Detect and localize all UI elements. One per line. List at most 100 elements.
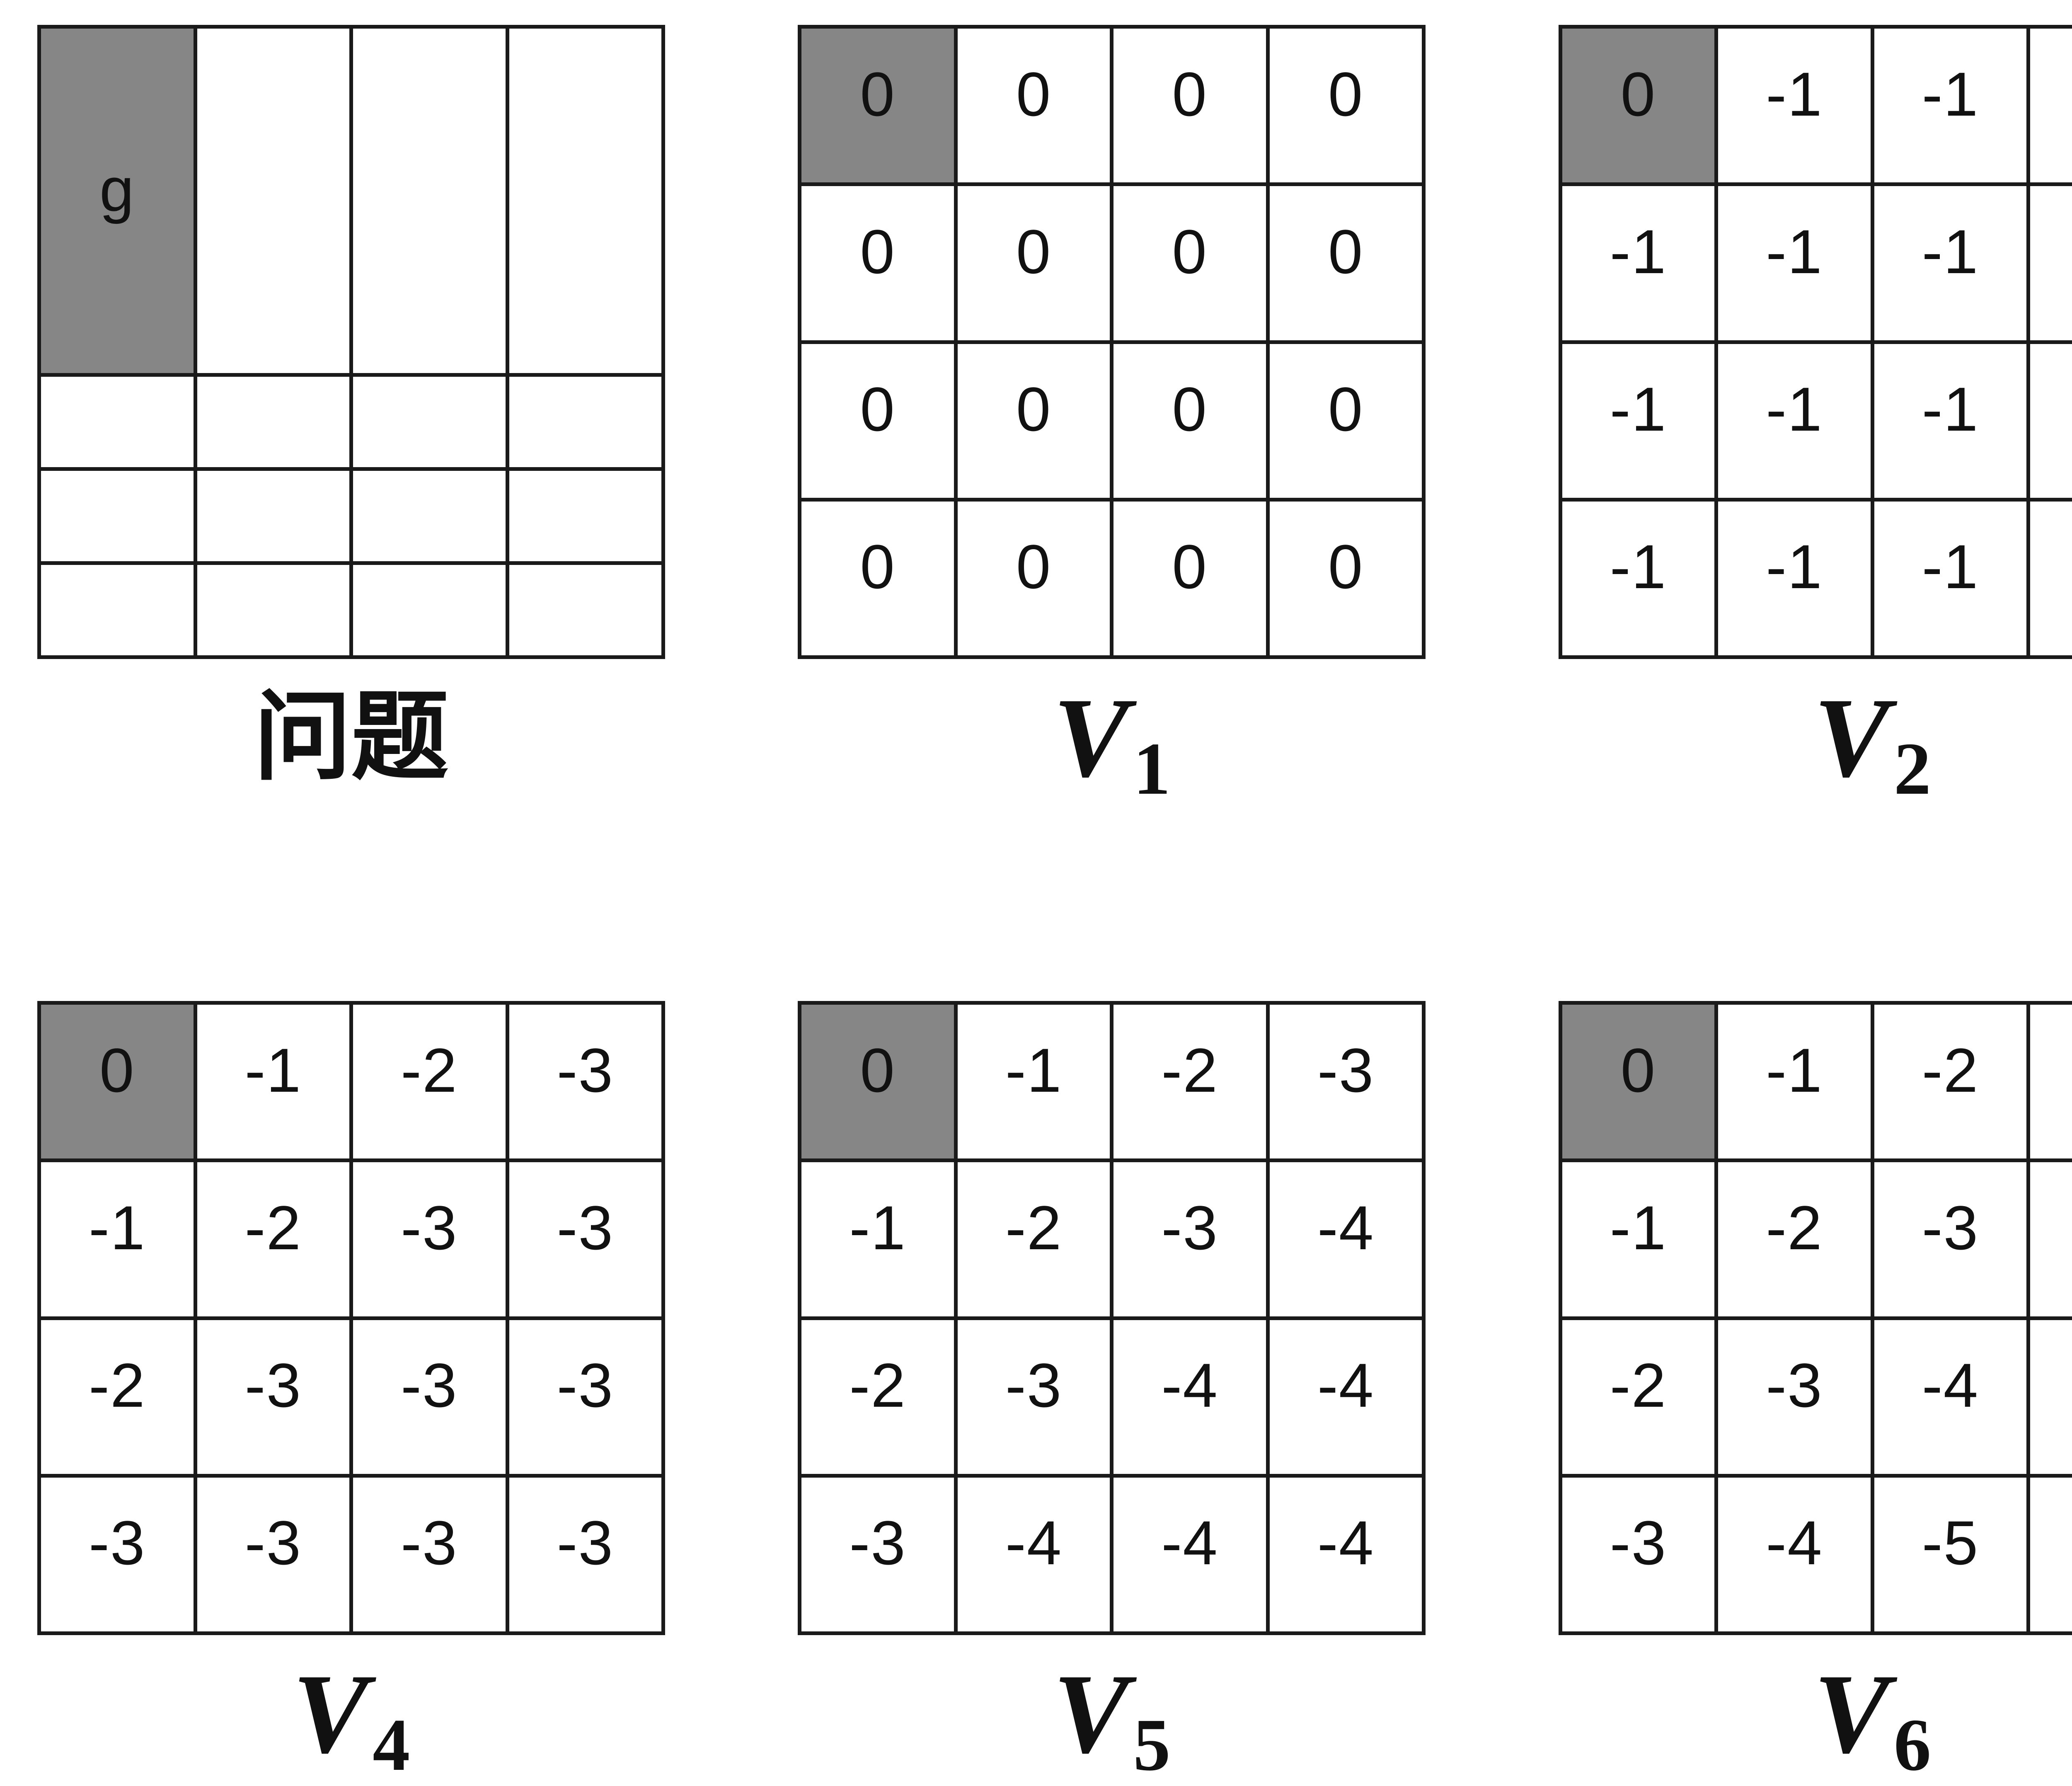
grid-table: 0-1-2-3-1-2-3-4-2-3-4-4-3-4-4-4 [798, 1001, 1426, 1636]
grid-cell [505, 561, 665, 659]
grid-cell: -3 [193, 1473, 353, 1636]
grid-cell: -5 [1870, 1473, 2031, 1636]
grid-table-row [37, 467, 665, 565]
grid-cell: -4 [954, 1473, 1114, 1636]
goal-cell: g [37, 24, 197, 377]
grid-cell: -2 [37, 1316, 197, 1478]
grid-cell: -2 [1110, 1001, 1270, 1163]
grid-cell [37, 373, 197, 471]
grid-cell: -5 [2026, 1316, 2072, 1478]
caption-symbol: V [1053, 1650, 1129, 1777]
caption-subscript: 4 [373, 1704, 410, 1786]
grid-cell: -2 [1558, 1316, 1719, 1478]
grid-v2: 0-1-1-1-1-1-1-1-1-1-1-1-1-1-1-1 V2 [1558, 24, 2072, 806]
caption-subscript: 1 [1133, 727, 1171, 810]
grid-cell: -1 [1870, 340, 2031, 502]
grid-cell [37, 467, 197, 565]
grid-cell: -3 [193, 1316, 353, 1478]
caption-symbol: V [292, 1650, 369, 1777]
grid-cell: -3 [505, 1473, 665, 1636]
grid-cell: -4 [1266, 1158, 1426, 1320]
grid-cell: -4 [1870, 1316, 2031, 1478]
grid-table-row: -1-1-1-1 [1558, 340, 2072, 502]
grid-cell: -1 [1870, 182, 2031, 344]
grid-cell: 0 [1110, 340, 1270, 502]
grid-cell: -1 [1714, 1001, 1874, 1163]
grid-cell: -1 [1870, 24, 2031, 187]
grid-table-row: g [37, 24, 665, 377]
caption-symbol: V [1053, 674, 1129, 801]
grid-table-row [37, 373, 665, 471]
grid-cell: -1 [1870, 497, 2031, 659]
grid-cell: -3 [505, 1158, 665, 1320]
grid-cell [37, 561, 197, 659]
grid-table-row: -1-2-3-4 [798, 1158, 1426, 1320]
grid-cell [505, 467, 665, 565]
grid-cell: 0 [1266, 24, 1426, 187]
grid-cell: -1 [2026, 340, 2072, 502]
grid-cell: -1 [1714, 497, 1874, 659]
grid-cell: -2 [1714, 1158, 1874, 1320]
grid-cell: 0 [798, 340, 958, 502]
grid-table: g [37, 24, 665, 659]
grid-table-row: -1-1-1-1 [1558, 497, 2072, 659]
grid-cell: -1 [1714, 182, 1874, 344]
grid-cell: -4 [1714, 1473, 1874, 1636]
grid-cell [505, 24, 665, 377]
grid-cell: 0 [954, 340, 1114, 502]
grid-cell: 0 [1110, 497, 1270, 659]
grid-table-row: -2-3-4-5 [1558, 1316, 2072, 1478]
grid-cell: -1 [2026, 182, 2072, 344]
grid-table: 0-1-2-3-1-2-3-4-2-3-4-5-3-4-5-5 [1558, 1001, 2072, 1636]
grid-cell: -1 [2026, 24, 2072, 187]
caption-subscript: 2 [1893, 727, 1931, 810]
grid-cell: -2 [193, 1158, 353, 1320]
grid-cell: -3 [1558, 1473, 1719, 1636]
grid-table: 0-1-2-3-1-2-3-3-2-3-3-3-3-3-3-3 [37, 1001, 665, 1636]
grid-cell: -3 [2026, 1001, 2072, 1163]
caption-symbol: V [1813, 1650, 1890, 1777]
grid-problem: g 问题 [37, 24, 665, 796]
grid-table-row: -1-2-3-4 [1558, 1158, 2072, 1320]
grid-cell: -4 [1266, 1316, 1426, 1478]
grid-cell: -2 [349, 1001, 509, 1163]
grid-cell: 0 [1110, 182, 1270, 344]
grid-table-row: 0-1-2-3 [798, 1001, 1426, 1163]
goal-cell: 0 [37, 1001, 197, 1163]
grid-cell: -1 [1714, 24, 1874, 187]
grid-cell [193, 561, 353, 659]
grid-table: 0-1-1-1-1-1-1-1-1-1-1-1-1-1-1-1 [1558, 24, 2072, 659]
grid-cell: -1 [1714, 340, 1874, 502]
grid-table-row: 0-1-2-3 [37, 1001, 665, 1163]
grid-cell [193, 373, 353, 471]
grid-cell: 0 [1266, 340, 1426, 502]
grid-cell: -3 [349, 1158, 509, 1320]
grid-cell: 0 [1266, 497, 1426, 659]
grid-cell: -3 [1110, 1158, 1270, 1320]
grid-cell [349, 373, 509, 471]
grid-cell [349, 467, 509, 565]
grid-caption: 问题 [254, 680, 449, 796]
grid-cell: -4 [1110, 1316, 1270, 1478]
grid-cell [193, 467, 353, 565]
grid-cell: -3 [37, 1473, 197, 1636]
grid-cell: -1 [1558, 497, 1719, 659]
grid-cell: -1 [954, 1001, 1114, 1163]
grid-cell: 0 [798, 182, 958, 344]
grid-table-row: 0-1-2-3 [1558, 1001, 2072, 1163]
grid-table-row: 0-1-1-1 [1558, 24, 2072, 187]
grid-cell: -4 [2026, 1158, 2072, 1320]
grid-table-row: -1-1-1-1 [1558, 182, 2072, 344]
goal-cell: 0 [1558, 1001, 1719, 1163]
caption-subscript: 5 [1133, 1704, 1171, 1786]
